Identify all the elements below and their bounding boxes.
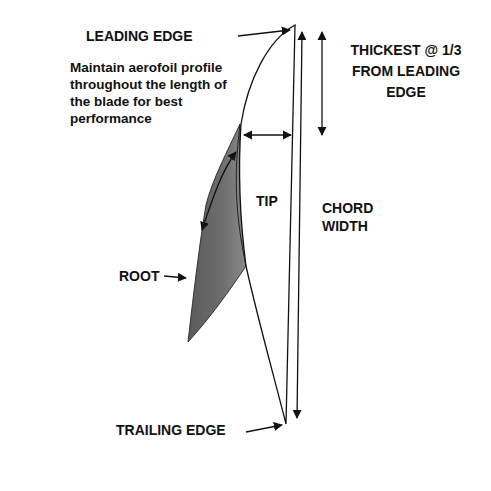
part-label: TIP — [256, 193, 286, 211]
edge-label: LEADING EDGE — [86, 28, 236, 46]
blade-root — [188, 124, 246, 342]
profile-line — [236, 124, 246, 266]
part-label: ROOT — [119, 268, 169, 286]
note-text: Maintain aerofoil profile throughout the… — [70, 60, 230, 128]
edge-label: TRAILING EDGE — [116, 422, 246, 440]
leader-arrow — [246, 425, 282, 432]
dimension-arrow — [321, 32, 322, 135]
dimension-label: CHORD WIDTH — [322, 200, 384, 235]
leader-arrow — [238, 30, 290, 36]
leader-arrow — [202, 152, 236, 230]
dimension-arrow — [297, 32, 302, 418]
dimension-label: THICKEST @ 1/3 FROM LEADING EDGE — [345, 40, 467, 103]
blade-face — [240, 25, 295, 424]
leader-arrow — [164, 276, 186, 278]
dimension-arrow — [244, 134, 291, 135]
